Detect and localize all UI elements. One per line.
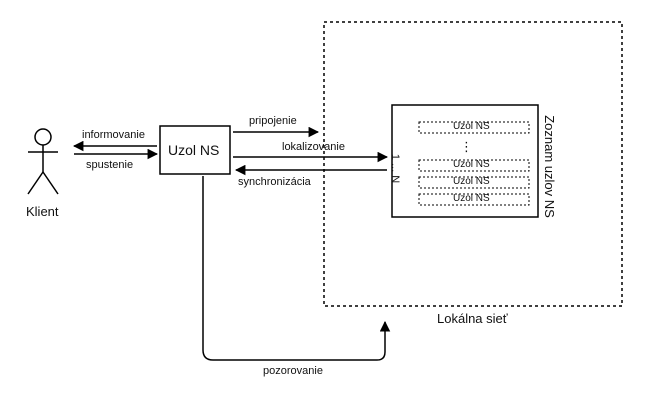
- ns-list-item-label: Uzol NS: [453, 159, 490, 170]
- ns-list-item-box: [418, 159, 530, 172]
- ns-list-item-label: Uzol NS: [453, 121, 490, 132]
- ns-list-item-label: Uzol NS: [453, 193, 490, 204]
- ns-list-item-box: [418, 193, 530, 206]
- local-network-boundary: [323, 21, 623, 307]
- ns-list-title: Zoznam uzlov NS: [541, 115, 557, 218]
- ns-list-ellipsis: ⋮: [460, 139, 473, 154]
- edge-label-lokalizovanie: lokalizovanie: [282, 141, 345, 153]
- ns-list-item-box: [418, 176, 530, 189]
- ns-node-box: [159, 125, 231, 175]
- network-label: Lokálna sieť: [437, 311, 508, 326]
- edge-label-synchronizacia: synchronizácia: [238, 176, 311, 188]
- edge-label-pripojenie: pripojenie: [249, 115, 297, 127]
- ns-list-box: [391, 104, 539, 218]
- edge-pozorovanie: [202, 176, 391, 361]
- client-label: Klient: [26, 204, 59, 219]
- ns-list-item-label: Uzol NS: [453, 176, 490, 187]
- edge-label-pozorovanie: pozorovanie: [263, 365, 323, 377]
- client-actor-icon: [27, 128, 59, 195]
- edge-label-informovanie: informovanie: [82, 129, 145, 141]
- ns-list-item-box: [418, 121, 530, 134]
- edge-label-spustenie: spustenie: [86, 159, 134, 171]
- ns-list-range: 1 ... N: [389, 153, 402, 184]
- ns-node-label: Uzol NS: [168, 142, 220, 158]
